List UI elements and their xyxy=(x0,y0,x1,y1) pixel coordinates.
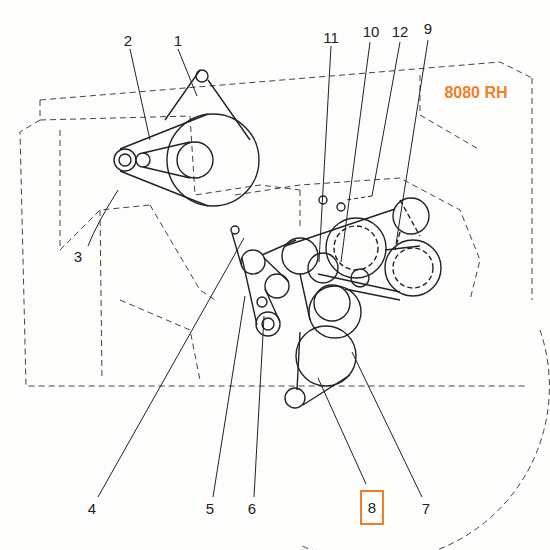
callout-number: 10 xyxy=(363,24,380,39)
callout-number: 5 xyxy=(206,501,214,516)
callout-number: 2 xyxy=(124,33,132,48)
callout-number: 3 xyxy=(74,249,82,264)
callout-number: 6 xyxy=(248,501,256,516)
callout-number: 11 xyxy=(323,30,339,45)
callout-number: 9 xyxy=(424,21,432,36)
highlight-box: 8 xyxy=(360,490,384,525)
callout-number: 8 xyxy=(368,500,376,515)
callout-number: 4 xyxy=(88,501,96,516)
callout-number: 7 xyxy=(422,501,430,516)
model-title: 8080 RH xyxy=(444,85,507,101)
callout-number: 12 xyxy=(392,24,409,39)
callout-number: 1 xyxy=(174,33,182,48)
